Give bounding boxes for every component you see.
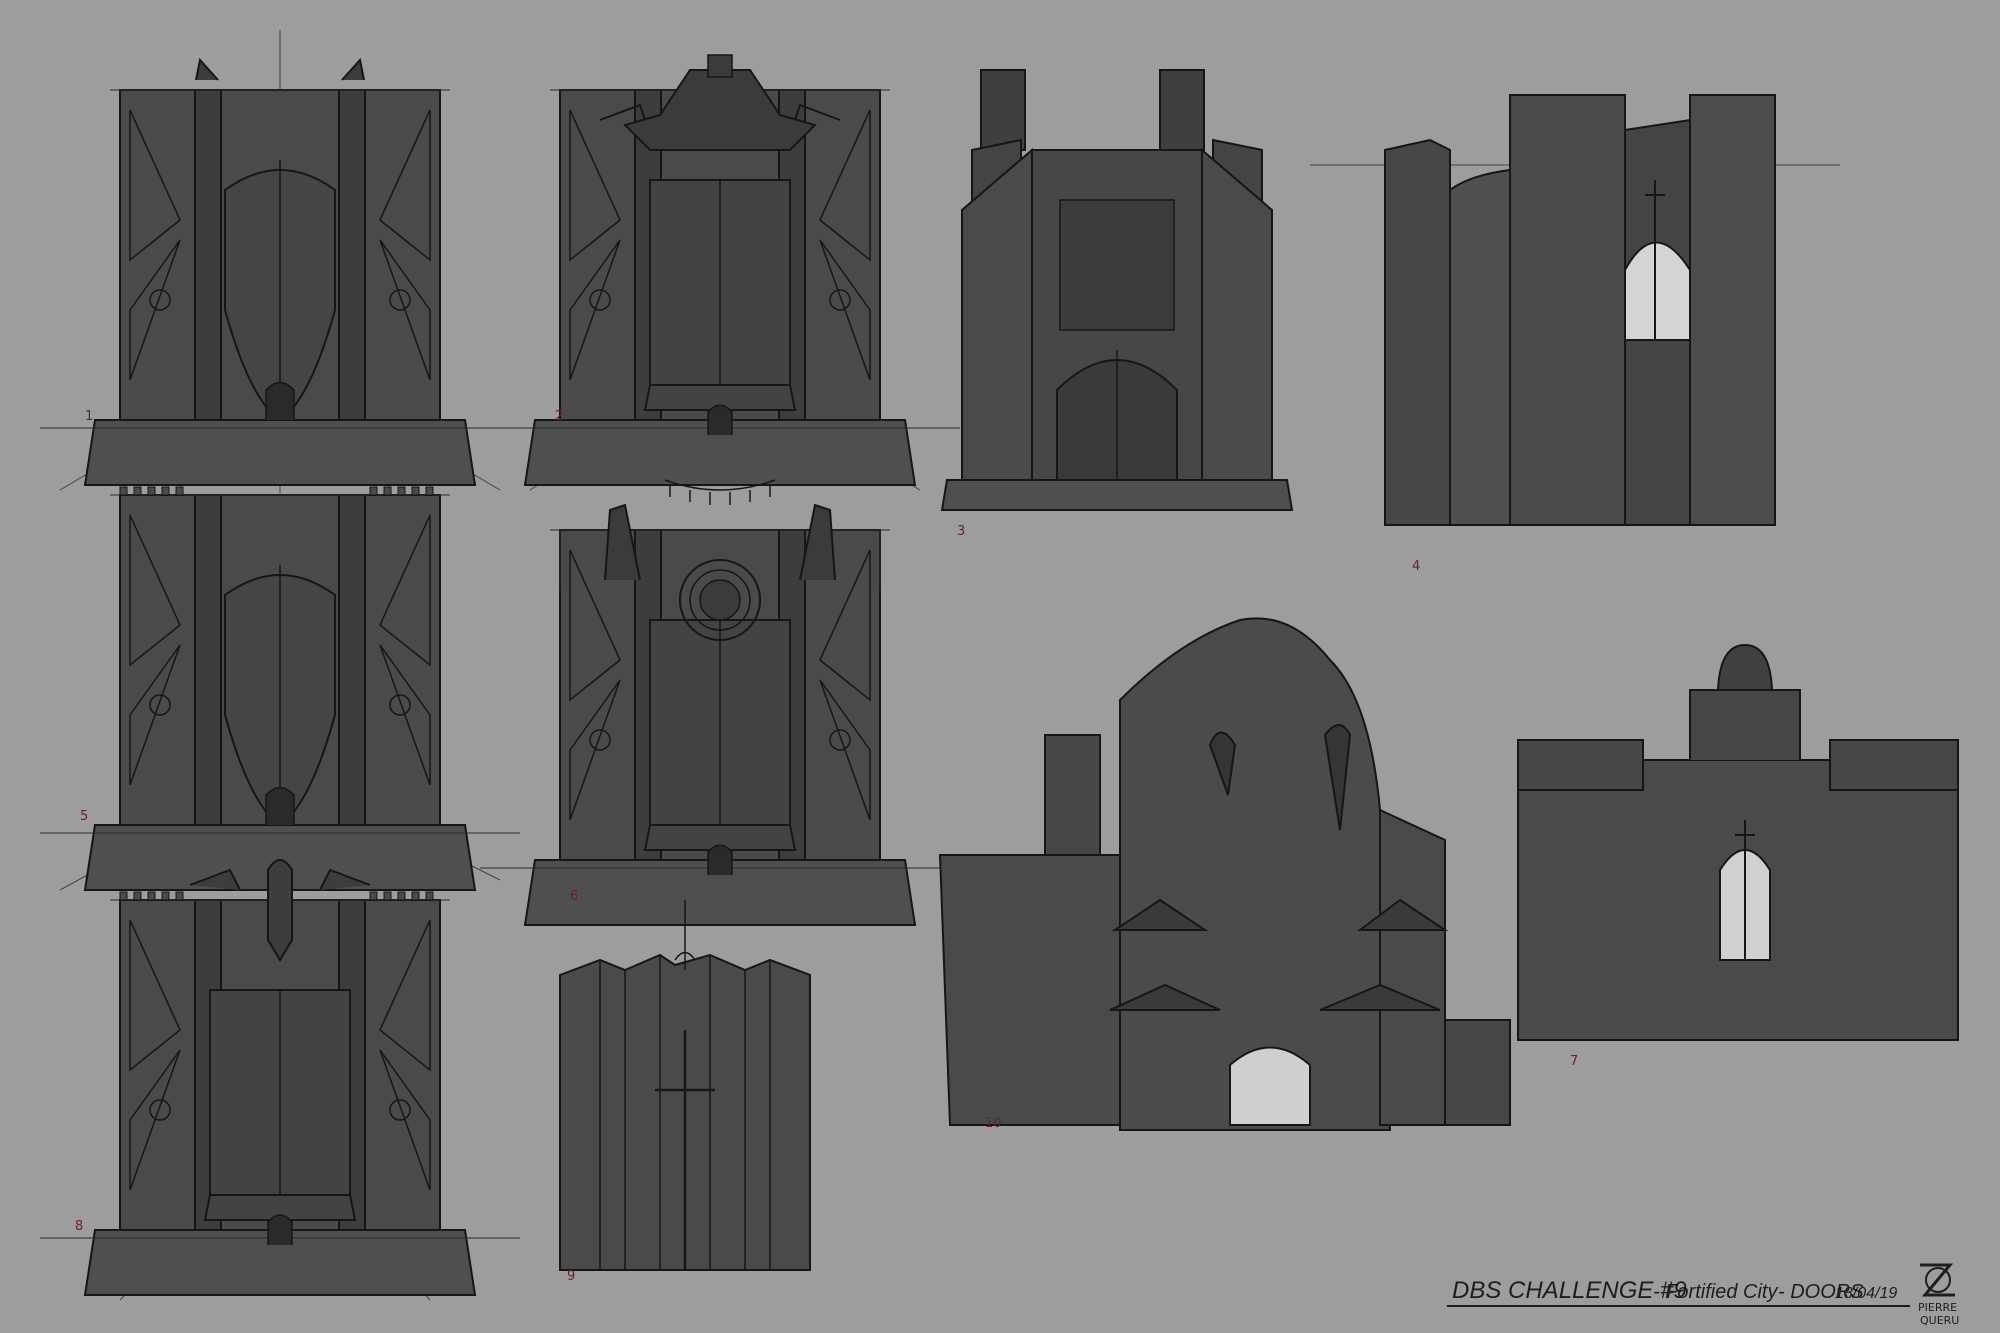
gate-sketch-6: 6 <box>479 479 961 926</box>
gate-sketch-3: 3 <box>940 69 1294 539</box>
sketch-number-9: 9 <box>567 1269 575 1284</box>
sketch-number-1: 1 <box>85 409 93 424</box>
sketch-number-2: 2 <box>555 409 563 424</box>
sketch-number-8: 8 <box>75 1219 83 1234</box>
artist-name-line1: PIERRE <box>1918 1301 1957 1314</box>
topic-label: - DOORS <box>1778 1281 1864 1303</box>
sketch-number-6: 6 <box>570 889 578 904</box>
gate-sketch-7: 7 <box>1517 643 1959 1069</box>
sketch-number-7: 7 <box>1570 1054 1578 1069</box>
sketch-number-3: 3 <box>957 524 965 539</box>
artist-name-line2: QUERU <box>1920 1314 1959 1327</box>
gate-sketch-4: 4 <box>1384 94 1776 574</box>
date-label: 18/04/19 <box>1835 1285 1897 1302</box>
gate-sketch-9: 9 <box>559 900 811 1284</box>
subject-label: - Fortified City <box>1653 1281 1778 1303</box>
sketch-number-4: 4 <box>1412 559 1420 574</box>
gate-sketch-2: 2 <box>479 54 961 486</box>
sketch-number-5: 5 <box>80 809 88 824</box>
gate-sketch-5: 5 <box>39 486 521 891</box>
gate-sketch-8: 8 <box>39 859 521 1296</box>
gate-sketch-10: 10 <box>938 617 1511 1131</box>
gate-sketch-1: 1 <box>39 57 521 486</box>
sketch-number-10: 10 <box>985 1116 1002 1131</box>
signature-block: DBS CHALLENGE #9 - Fortified City - DOOR… <box>1447 1263 1959 1327</box>
artist-logo: PIERRE QUERU <box>1918 1263 1959 1327</box>
challenge-title: DBS CHALLENGE #9 <box>1452 1277 1687 1304</box>
